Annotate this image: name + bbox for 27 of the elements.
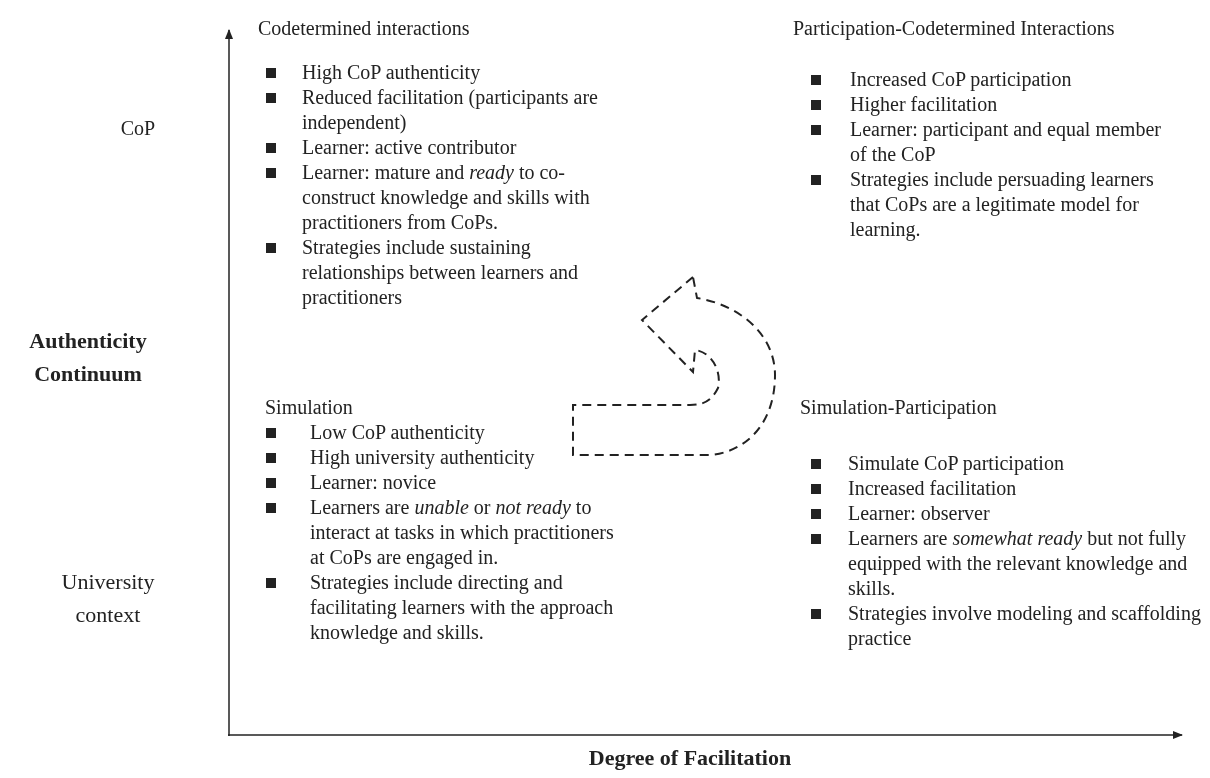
bullet-item: Learners are unable or not ready to interact at tasks in which practitioners at CoPs are engaged in. xyxy=(310,495,615,570)
bullet-item: Strategies involve modeling and scaffolding practice xyxy=(848,601,1202,651)
axis-title: Authenticity Continuum xyxy=(28,327,148,388)
bullet-item: Learner: novice xyxy=(310,470,438,495)
bullet-item: Simulate CoP participation xyxy=(848,451,1065,476)
bullet-item: Learner: participant and equal member of the CoP xyxy=(850,117,1162,167)
axis-level-label: CoP xyxy=(119,116,157,141)
quadrant-heading: Participation-Codetermined Interactions xyxy=(793,16,1116,41)
bullet-item: Low CoP authenticity xyxy=(310,420,486,445)
quadrant-heading: Simulation-Participation xyxy=(800,395,998,420)
bullet-item: Learner: active contributor xyxy=(302,135,518,160)
bullet-item: Learner: observer xyxy=(848,501,991,526)
bullet-item: Higher facilitation xyxy=(850,92,999,117)
quadrant-heading: Codetermined interactions xyxy=(258,16,471,41)
bullet-item: Reduced facilitation (participants are independent) xyxy=(302,85,599,135)
bullet-item: Learners are somewhat ready but not fully equipped with the relevant knowledge and skills. xyxy=(848,526,1189,601)
bullet-item: Strategies include sustaining relationships between learners and practitioners xyxy=(302,235,579,310)
quadrant-heading: Simulation xyxy=(265,395,354,420)
bullet-item: High CoP authenticity xyxy=(302,60,482,85)
axis-level-label: University context xyxy=(60,568,156,629)
bullet-item: Strategies include persuading learners that CoPs are a legitimate model for learning. xyxy=(850,167,1155,242)
bullet-item: Increased CoP participation xyxy=(850,67,1073,92)
bullet-item: High university authenticity xyxy=(310,445,536,470)
bullet-item: Learner: mature and ready to co-construct knowledge and skills with practitioners from CoPs. xyxy=(302,160,591,235)
axis-title: Degree of Facilitation xyxy=(587,744,793,772)
bullet-item: Increased facilitation xyxy=(848,476,1018,501)
bullet-item: Strategies include directing and facilitating learners with the approach knowledge and skills. xyxy=(310,570,615,645)
